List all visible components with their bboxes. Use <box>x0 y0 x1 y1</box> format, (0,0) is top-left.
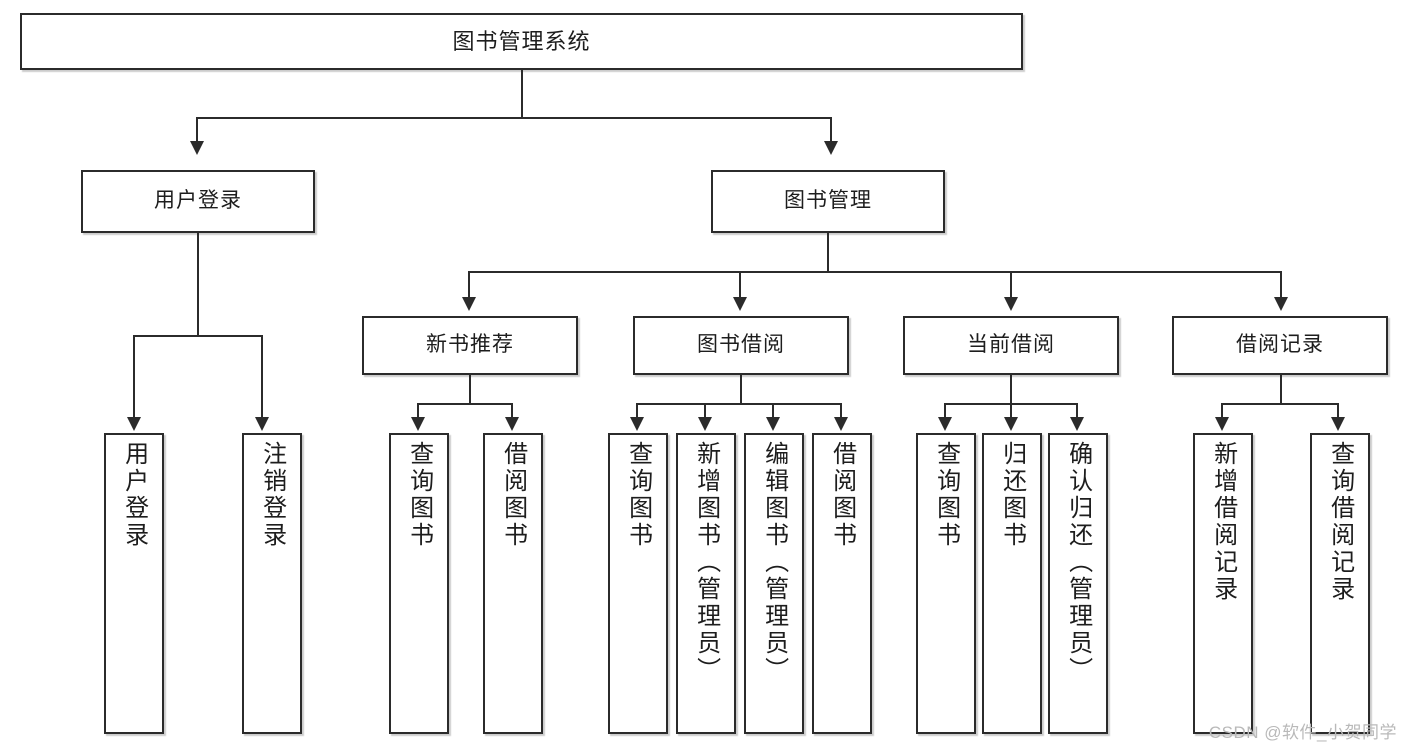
connector-current-borrow-drop-3 <box>1076 403 1078 419</box>
connector-book-borrow-stem <box>740 375 742 403</box>
connector-borrow-record-drop-2 <box>1337 403 1339 419</box>
arrow-to-current-borrow <box>1004 297 1018 311</box>
node-label: 图书管理系统 <box>452 28 591 54</box>
connector-root-drop-2 <box>830 117 832 143</box>
arrow-to-book-manage <box>824 141 838 155</box>
connector-user-login-stem <box>197 233 199 335</box>
arrow-to-leaf-return-book <box>1004 417 1018 431</box>
node-label: 借阅图书 <box>499 441 527 549</box>
connector-borrow-record-bus <box>1221 403 1339 405</box>
csdn-watermark: CSDN @软件_小贺同学 <box>1208 723 1397 742</box>
arrow-to-new-book <box>462 297 476 311</box>
arrow-to-leaf-add-record <box>1215 417 1229 431</box>
connector-user-login-drop-1 <box>133 335 135 419</box>
connector-new-book-bus <box>417 403 513 405</box>
connector-root-drop-1 <box>196 117 198 143</box>
arrow-to-leaf-query-book-2 <box>630 417 644 431</box>
connector-book-manage-drop-3 <box>1010 271 1012 299</box>
node-label: 图书借阅 <box>697 333 785 357</box>
node-root-system[interactable]: 图书管理系统 <box>20 13 1023 70</box>
leaf-query-borrow-record[interactable]: 查询借阅记录 <box>1310 433 1370 734</box>
node-label: 用户登录 <box>120 441 148 549</box>
connector-root-bus <box>196 117 832 119</box>
arrow-to-leaf-add-book <box>698 417 712 431</box>
node-borrow-record[interactable]: 借阅记录 <box>1172 316 1388 375</box>
node-label: 借阅记录 <box>1236 333 1324 357</box>
node-label: 查询图书 <box>624 441 652 549</box>
node-user-login[interactable]: 用户登录 <box>81 170 315 233</box>
node-label: 归还图书 <box>998 441 1026 549</box>
node-label: 当前借阅 <box>967 333 1055 357</box>
arrow-to-leaf-query-book-1 <box>411 417 425 431</box>
arrow-to-leaf-borrow-book-2 <box>834 417 848 431</box>
connector-book-manage-drop-4 <box>1280 271 1282 299</box>
node-book-manage[interactable]: 图书管理 <box>711 170 945 233</box>
leaf-return-book[interactable]: 归还图书 <box>982 433 1042 734</box>
connector-current-borrow-drop-2 <box>1010 403 1012 419</box>
leaf-edit-book[interactable]: 编辑图书（管理员） <box>744 433 804 734</box>
node-label: 查询借阅记录 <box>1326 441 1354 603</box>
leaf-borrow-book-recommend[interactable]: 借阅图书 <box>483 433 543 734</box>
connector-new-book-drop-2 <box>511 403 513 419</box>
connector-book-borrow-drop-1 <box>636 403 638 419</box>
connector-new-book-stem <box>469 375 471 403</box>
connector-borrow-record-stem <box>1280 375 1282 403</box>
node-label: 用户登录 <box>154 189 242 213</box>
arrow-to-leaf-query-record <box>1331 417 1345 431</box>
node-label: 新书推荐 <box>426 333 514 357</box>
connector-book-borrow-drop-2 <box>704 403 706 419</box>
leaf-user-login[interactable]: 用户登录 <box>104 433 164 734</box>
arrow-to-leaf-borrow-book-1 <box>505 417 519 431</box>
connector-user-login-drop-2 <box>261 335 263 419</box>
connector-new-book-drop-1 <box>417 403 419 419</box>
connector-book-borrow-drop-3 <box>772 403 774 419</box>
arrow-to-borrow-record <box>1274 297 1288 311</box>
node-label: 编辑图书（管理员） <box>760 441 788 684</box>
leaf-borrow-book[interactable]: 借阅图书 <box>812 433 872 734</box>
connector-book-manage-drop-1 <box>468 271 470 299</box>
arrow-to-leaf-query-book-3 <box>938 417 952 431</box>
arrow-to-user-login <box>190 141 204 155</box>
node-label: 确认归还（管理员） <box>1064 441 1092 684</box>
arrow-to-leaf-user-login <box>127 417 141 431</box>
arrow-to-leaf-confirm-return <box>1070 417 1084 431</box>
node-label: 注销登录 <box>258 441 286 549</box>
node-label: 新增借阅记录 <box>1209 441 1237 603</box>
leaf-query-book-current[interactable]: 查询图书 <box>916 433 976 734</box>
connector-current-borrow-drop-1 <box>944 403 946 419</box>
node-label: 新增图书（管理员） <box>692 441 720 684</box>
connector-current-borrow-stem <box>1010 375 1012 403</box>
connector-borrow-record-drop-1 <box>1221 403 1223 419</box>
connector-book-manage-stem <box>827 233 829 271</box>
leaf-query-book-recommend[interactable]: 查询图书 <box>389 433 449 734</box>
arrow-to-leaf-logout <box>255 417 269 431</box>
connector-root-stem <box>521 70 523 117</box>
connector-book-borrow-drop-4 <box>840 403 842 419</box>
node-current-borrow[interactable]: 当前借阅 <box>903 316 1119 375</box>
leaf-add-borrow-record[interactable]: 新增借阅记录 <box>1193 433 1253 734</box>
node-label: 图书管理 <box>784 189 872 213</box>
node-label: 查询图书 <box>405 441 433 549</box>
node-book-borrow[interactable]: 图书借阅 <box>633 316 849 375</box>
connector-book-borrow-bus <box>636 403 842 405</box>
leaf-add-book[interactable]: 新增图书（管理员） <box>676 433 736 734</box>
leaf-confirm-return[interactable]: 确认归还（管理员） <box>1048 433 1108 734</box>
leaf-query-book-borrow[interactable]: 查询图书 <box>608 433 668 734</box>
arrow-to-book-borrow <box>733 297 747 311</box>
node-label: 借阅图书 <box>828 441 856 549</box>
connector-book-manage-bus <box>468 271 1282 273</box>
arrow-to-leaf-edit-book <box>766 417 780 431</box>
node-new-book-recommend[interactable]: 新书推荐 <box>362 316 578 375</box>
leaf-logout[interactable]: 注销登录 <box>242 433 302 734</box>
connector-book-manage-drop-2 <box>739 271 741 299</box>
node-label: 查询图书 <box>932 441 960 549</box>
connector-user-login-bus <box>133 335 263 337</box>
